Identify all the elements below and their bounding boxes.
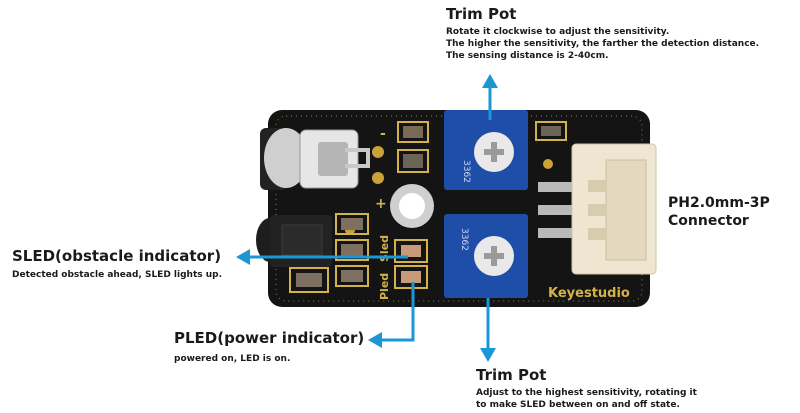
pled-callout: PLED(power indicator) powered on, LED is… (174, 329, 364, 365)
top-trim-pot-line-2: The higher the sensitivity, the farther … (446, 39, 760, 49)
bottom-trim-pot-callout: Trim Pot Adjust to the highest sensitivi… (476, 366, 697, 411)
top-trim-pot-line-3: The sensing distance is 2-40cm. (446, 51, 609, 61)
bottom-trim-pot-line-1: Adjust to the highest sensitivity, rotat… (476, 388, 697, 398)
smd-components (289, 121, 567, 293)
silk-minus: - (380, 126, 386, 142)
sled-callout: SLED(obstacle indicator) Detected obstac… (12, 247, 222, 281)
status-leds (394, 239, 428, 289)
connector-pins (538, 159, 586, 238)
svg-text:3362: 3362 (461, 160, 471, 183)
connector-line-2: Connector (668, 213, 749, 229)
trim-pot-top: 3362 (444, 110, 528, 190)
silk-pled: Pled (378, 273, 391, 300)
top-trim-pot-callout: Trim Pot Rotate it clockwise to adjust t… (446, 5, 759, 62)
bottom-trim-pot-line-2: to make SLED between on and off state. (476, 400, 680, 410)
bottom-trim-pot-title: Trim Pot (476, 366, 547, 384)
ph2-connector (571, 143, 657, 275)
sled-title: SLED(obstacle indicator) (12, 247, 222, 265)
connector-callout: PH2.0mm-3P Connector (668, 194, 770, 230)
top-trim-pot-line-1: Rotate it clockwise to adjust the sensit… (446, 27, 670, 37)
arrow-pled (380, 282, 415, 342)
pled-title: PLED(power indicator) (174, 329, 365, 347)
sled-desc: Detected obstacle ahead, SLED lights up. (12, 270, 223, 280)
top-trim-pot-title: Trim Pot (446, 5, 517, 23)
trim-pot-bottom: 3362 (444, 214, 528, 298)
pled-desc: powered on, LED is on. (174, 354, 291, 364)
ir-emitter-led (260, 128, 384, 190)
mounting-hole (390, 184, 434, 228)
board-brand: Keyestudio (548, 286, 630, 301)
silk-sled: Sled (378, 235, 391, 262)
silk-plus: + (375, 196, 387, 212)
svg-text:3362: 3362 (459, 228, 469, 251)
connector-line-1: PH2.0mm-3P (668, 195, 770, 211)
